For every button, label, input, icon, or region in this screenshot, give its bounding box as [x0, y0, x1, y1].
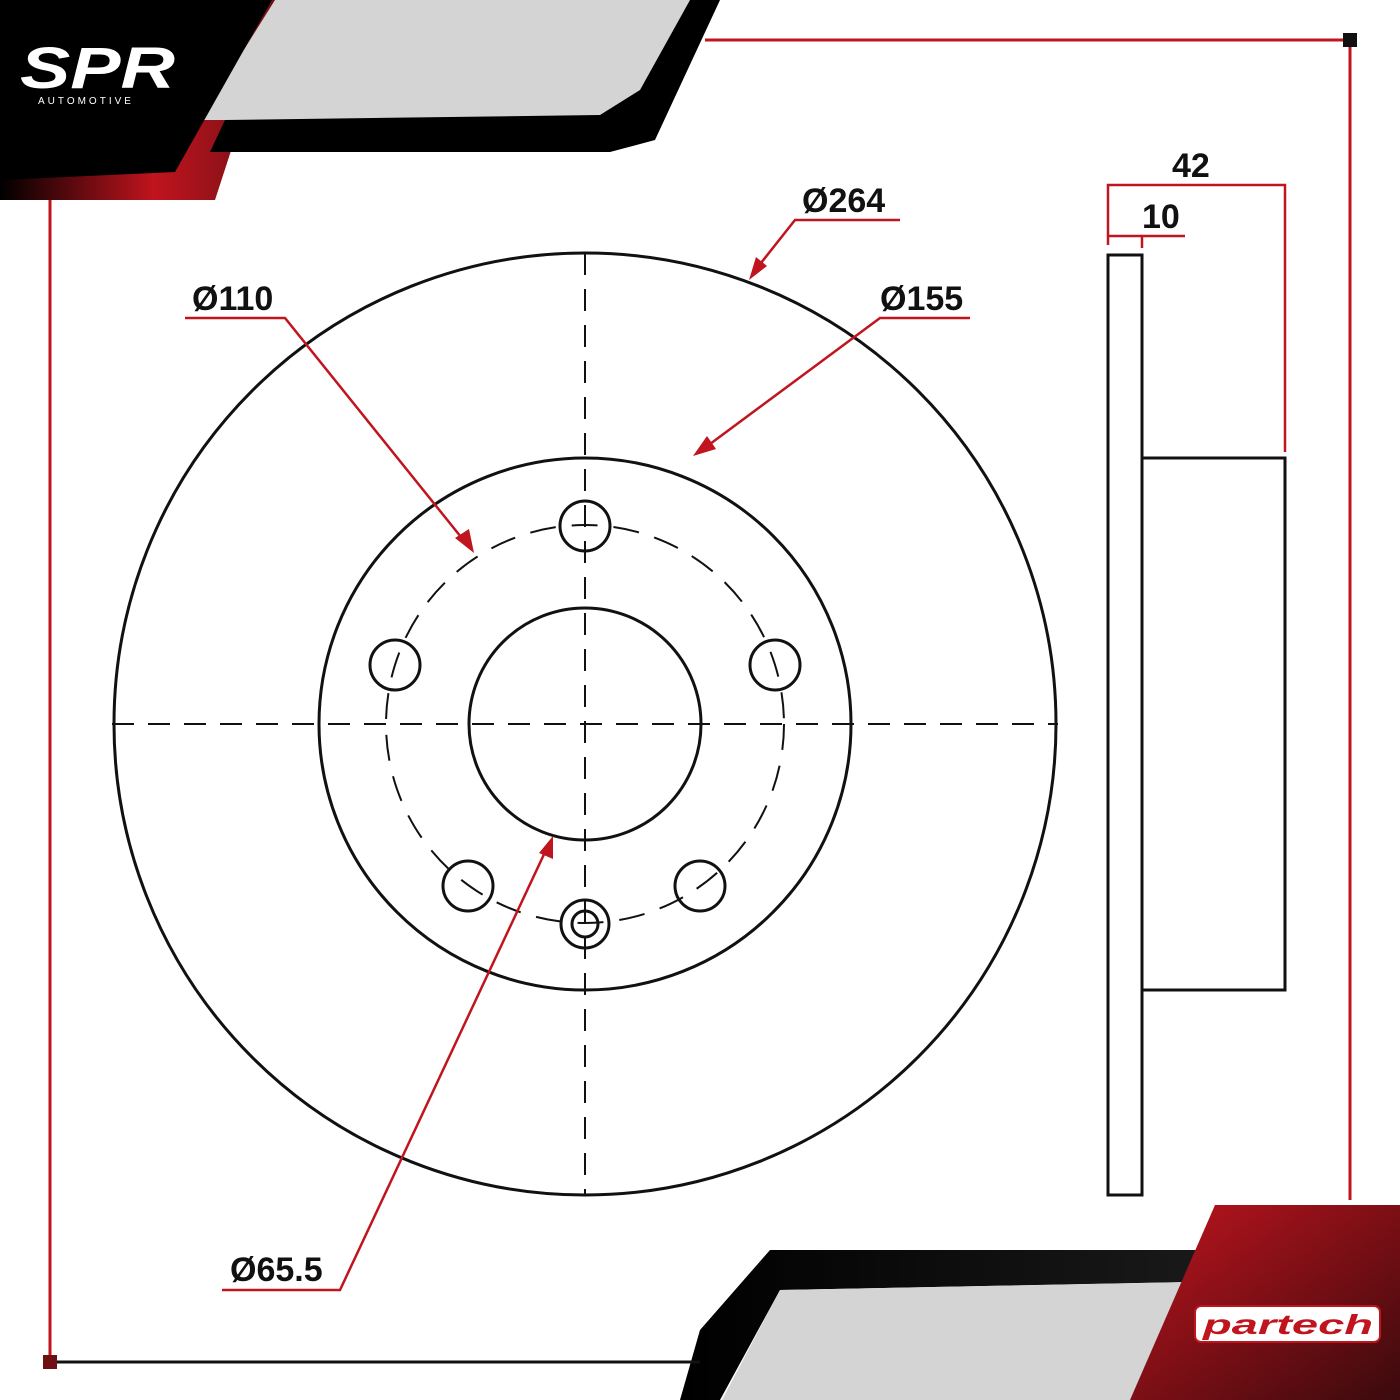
spr-logo-subtitle: AUTOMOTIVE: [38, 96, 134, 107]
dim-line-disc-thickness: [1140, 234, 1185, 248]
bottom-banner-black-stripe: [680, 1250, 1220, 1400]
spr-logo-text: SPR: [20, 36, 175, 101]
leader-outer-diameter: [756, 218, 900, 269]
arrowhead: [455, 529, 474, 553]
locating-hole-inner: [570, 909, 600, 939]
side-view-disc-face: [1106, 253, 1144, 1197]
top-banner-black-block: [0, 0, 272, 180]
dim-line-total-height: [1106, 183, 1287, 452]
label-center-bore: Ø65.5: [230, 1251, 323, 1289]
bolt-hole: [558, 499, 612, 553]
arrowhead: [693, 436, 716, 456]
top-banner: SPR AUTOMOTIVE: [0, 0, 720, 200]
leader-hat-diameter: [705, 316, 970, 449]
partech-logo-badge: [1194, 1305, 1381, 1343]
label-disc-thickness: 10: [1142, 198, 1180, 236]
bottom-banner-grey-panel: [722, 1282, 1195, 1400]
label-hat-diameter: Ø155: [880, 280, 963, 318]
leader-bolt-circle: [185, 316, 466, 543]
disc-front-view: [112, 251, 1058, 1197]
label-total-height: 42: [1172, 147, 1210, 185]
partech-logo: partech: [1194, 1305, 1381, 1343]
locating-hole-outer: [559, 898, 611, 950]
bolt-hole: [748, 638, 802, 692]
dimension-labels: Ø264 Ø110 Ø155 Ø65.5 42 10: [192, 147, 1210, 1289]
frame-corner-top-right: [1343, 33, 1357, 47]
disc-side-view: [1106, 253, 1287, 1197]
label-bolt-circle: Ø110: [192, 280, 273, 318]
arrowhead: [539, 836, 553, 859]
frame-corner-bottom-left: [43, 1355, 57, 1369]
top-banner-black-stripe: [210, 0, 720, 152]
bolt-hole: [673, 859, 727, 913]
frame: [48, 38, 1352, 1364]
top-banner-grey-panel: [200, 0, 715, 120]
arrowhead: [749, 257, 767, 280]
side-view-hat: [1140, 456, 1287, 992]
bolt-hole: [441, 859, 495, 913]
label-outer-diameter: Ø264: [802, 182, 885, 220]
bottom-banner-red-panel: [1130, 1205, 1400, 1400]
partech-logo-text: partech: [1201, 1309, 1373, 1340]
bottom-banner: partech: [680, 1205, 1400, 1400]
dimension-leaders: [185, 183, 1287, 1292]
leader-center-bore: [222, 849, 548, 1292]
bolt-hole: [368, 638, 422, 692]
spr-logo: SPR AUTOMOTIVE: [20, 36, 175, 107]
